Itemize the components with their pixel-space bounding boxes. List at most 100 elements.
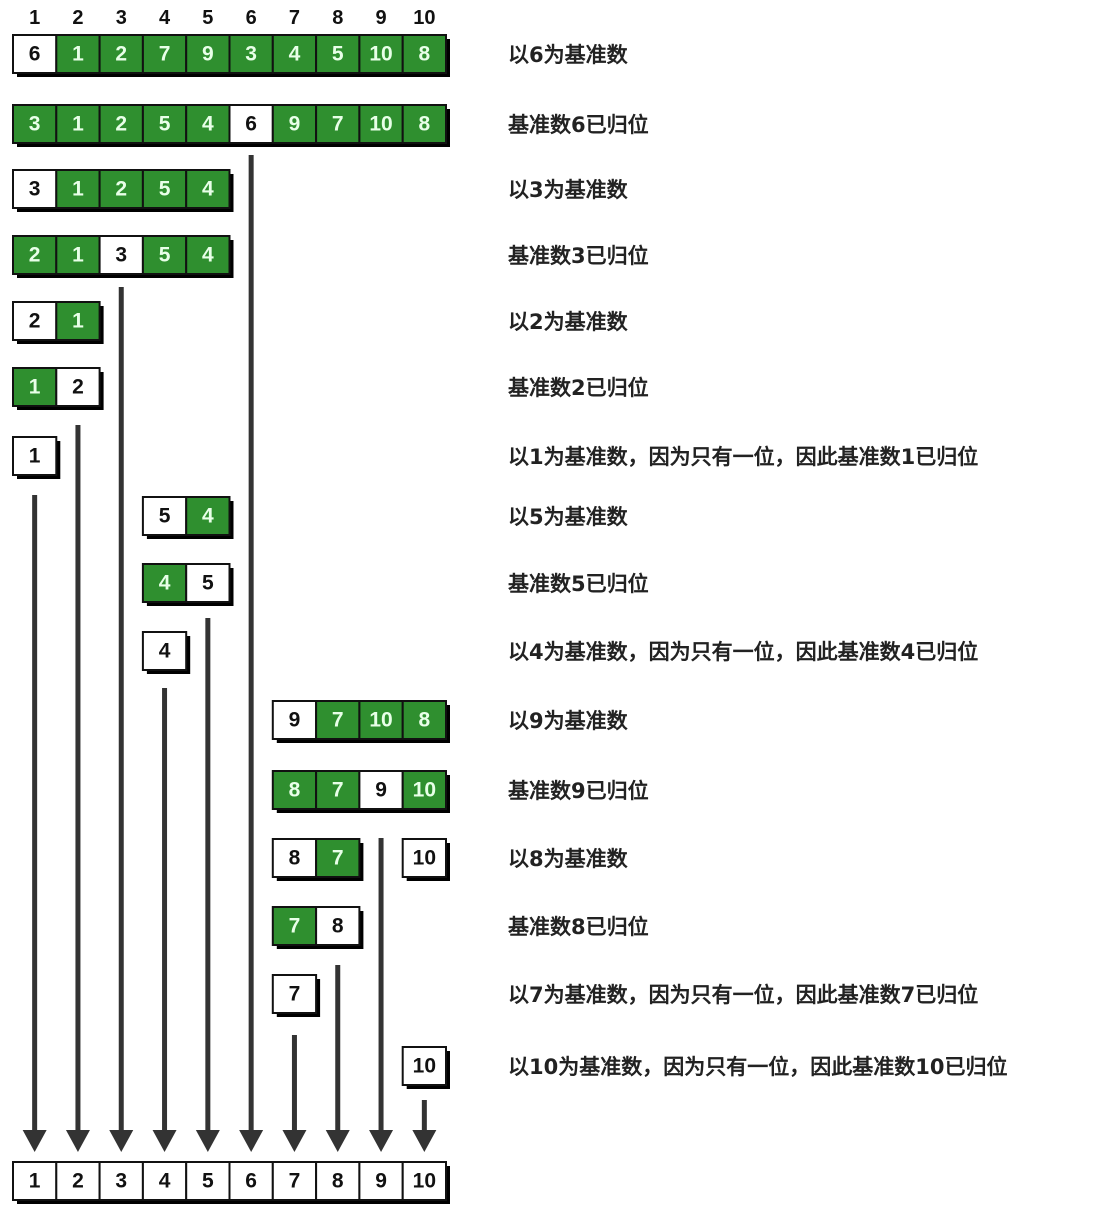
array-row-cell [271, 34, 318, 74]
array-row-cell-value: 5 [202, 572, 214, 595]
array-row-cell [358, 104, 404, 144]
array-row-cell-value: 1 [72, 310, 84, 333]
array-row-cell [271, 700, 318, 740]
array-row-cell-value: 4 [202, 244, 214, 267]
array-row-cell-value: 2 [72, 376, 84, 399]
array-row-cell [358, 700, 404, 740]
array-row-cell [55, 367, 101, 407]
array-row-cell-value: 5 [159, 113, 171, 136]
sorted-row-cell-value: 5 [202, 1170, 214, 1193]
array-row-cell-value: 4 [202, 113, 214, 136]
array-row-cell [55, 301, 101, 341]
array-row-cell-value: 7 [159, 43, 171, 66]
array-row-cell-value: 4 [202, 505, 214, 528]
array-row-cell-value: 1 [29, 445, 41, 468]
array-row-cell [271, 104, 318, 144]
down-arrow-head [195, 1130, 220, 1152]
sorted-row-cell [401, 1161, 448, 1201]
sorted-row-cell-value: 8 [332, 1170, 344, 1193]
array-row-cell-value: 10 [413, 779, 436, 802]
down-arrow-head [22, 1130, 47, 1152]
array-row-cell [185, 496, 231, 536]
column-index: 8 [332, 7, 343, 29]
array-row-cell [185, 104, 231, 144]
array-row-cell-value: 3 [245, 43, 257, 66]
array-row-cell [12, 436, 58, 476]
array-row-cell [141, 631, 188, 671]
column-index: 6 [246, 7, 257, 29]
column-index: 5 [202, 7, 213, 29]
array-row-cell-value: 4 [289, 43, 301, 66]
down-arrow-head [282, 1130, 307, 1152]
array-row-cell-value: 9 [202, 43, 214, 66]
array-row-cell-value: 4 [159, 572, 171, 595]
sorted-row-cell-value: 9 [375, 1170, 387, 1193]
column-index: 2 [72, 7, 83, 29]
array-row-cell-value: 1 [72, 113, 84, 136]
step-label: 以10为基准数，因为只有一位，因此基准数10已归位 [508, 1055, 1008, 1079]
array-row-cell [185, 235, 231, 275]
array-row-cell-value: 3 [115, 244, 127, 267]
array-row-cell-value: 6 [245, 113, 257, 136]
array-row-cell-value: 7 [289, 915, 301, 938]
array-row-cell-value: 10 [369, 113, 392, 136]
array-row-cell [401, 104, 448, 144]
array-row-cell-value: 10 [369, 43, 392, 66]
step-label: 基准数8已归位 [508, 915, 649, 939]
array-row-cell-value: 4 [159, 640, 171, 663]
down-arrow-head [65, 1130, 90, 1152]
array-row-cell-value: 9 [289, 113, 301, 136]
step-label: 以9为基准数 [508, 709, 628, 733]
array-row-cell [401, 770, 448, 810]
array-row-cell-value: 3 [29, 113, 41, 136]
array-row-cell [315, 104, 361, 144]
array-row-cell-value: 7 [332, 709, 344, 732]
column-index: 7 [289, 7, 300, 29]
step-label: 以8为基准数 [508, 847, 628, 871]
step-label: 基准数5已归位 [508, 572, 649, 596]
step-label: 以2为基准数 [508, 310, 628, 334]
array-row-cell-value: 2 [29, 310, 41, 333]
step-label: 基准数9已归位 [508, 779, 649, 803]
step-label: 以4为基准数，因为只有一位，因此基准数4已归位 [508, 640, 979, 664]
step-label: 基准数2已归位 [508, 376, 649, 400]
array-row-cell-value: 5 [159, 178, 171, 201]
array-row-cell-value: 6 [29, 43, 41, 66]
step-label: 以5为基准数 [508, 505, 628, 529]
array-row-cell [55, 34, 101, 74]
down-arrow-head [239, 1130, 264, 1152]
sorted-row-cell-value: 1 [29, 1170, 41, 1193]
sorted-row-cell [12, 1161, 58, 1201]
array-row-cell-value: 8 [289, 847, 301, 870]
array-row-cell-value: 8 [419, 709, 431, 732]
sorted-row-cell [358, 1161, 404, 1201]
array-row-cell-value: 8 [419, 113, 431, 136]
sorted-row-cell-value: 3 [115, 1170, 127, 1193]
array-row-cell [271, 974, 318, 1014]
array-row-cell-value: 2 [115, 178, 127, 201]
array-row-cell [401, 700, 448, 740]
array-row-cell-value: 10 [413, 1055, 436, 1078]
array-row-cell-value: 1 [29, 376, 41, 399]
array-row-cell [315, 34, 361, 74]
sorted-row-cell-value: 10 [413, 1170, 436, 1193]
array-row-cell-value: 7 [332, 113, 344, 136]
array-row-cell [12, 169, 58, 209]
array-row-cell [12, 235, 58, 275]
array-row-cell-value: 9 [375, 779, 387, 802]
column-index: 1 [29, 7, 40, 29]
array-row-cell [185, 563, 231, 603]
step-label: 以6为基准数 [508, 43, 628, 67]
array-row-cell-value: 1 [72, 43, 84, 66]
down-arrow-head [109, 1130, 134, 1152]
sorted-row-cell [315, 1161, 361, 1201]
array-row-cell-value: 5 [159, 244, 171, 267]
array-row-cell-value: 1 [72, 244, 84, 267]
array-row-cell-value: 8 [289, 779, 301, 802]
array-row-cell [315, 838, 361, 878]
step-label: 以3为基准数 [508, 178, 628, 202]
array-row-cell-value: 7 [332, 779, 344, 802]
down-arrow-head [369, 1130, 394, 1152]
step-label: 基准数6已归位 [508, 113, 649, 137]
array-row-cell-value: 8 [419, 43, 431, 66]
